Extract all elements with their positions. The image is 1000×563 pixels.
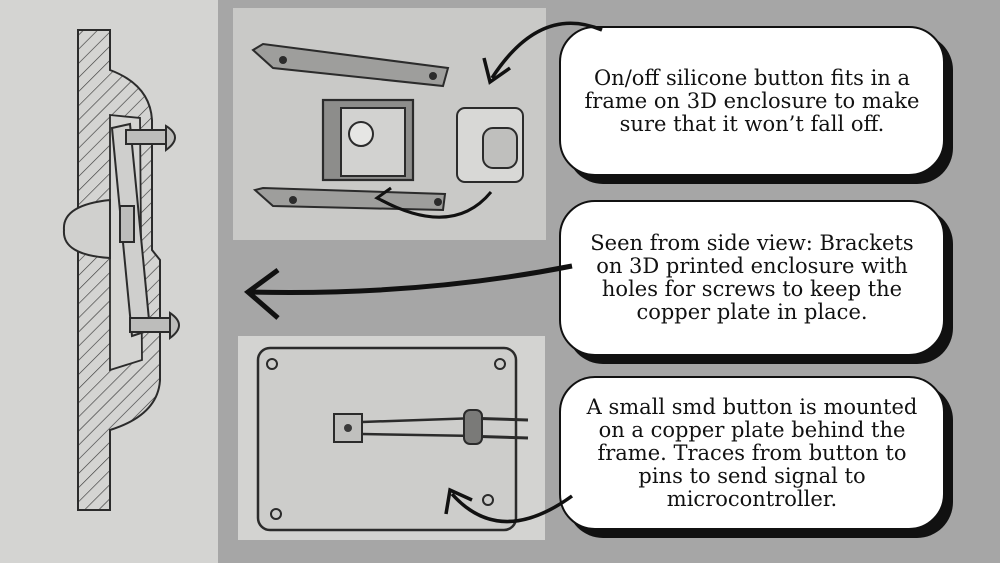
top-bracket bbox=[251, 42, 450, 88]
trace bbox=[361, 432, 479, 438]
callout-silicone-button-text: On/off silicone button fits in a frame o… bbox=[584, 65, 920, 136]
smd-button bbox=[119, 205, 135, 243]
frame-drawing bbox=[251, 42, 524, 219]
callout-silicone-button: On/off silicone button fits in a frame o… bbox=[559, 26, 945, 176]
frame-top-view-sketch bbox=[233, 8, 546, 240]
callout-side-view-brackets: Seen from side view: Brackets on 3D prin… bbox=[559, 200, 945, 356]
bottom-bracket bbox=[252, 186, 447, 212]
arrow-to-side-view bbox=[243, 263, 573, 320]
silicone-button-knob bbox=[62, 198, 111, 260]
top-screw bbox=[125, 129, 167, 145]
callout-smd-button: A small smd button is mounted on a coppe… bbox=[559, 376, 945, 530]
side-view-sketch bbox=[0, 0, 218, 563]
copper-plate-drawing bbox=[256, 346, 529, 532]
trace bbox=[361, 416, 479, 424]
side-view-drawing bbox=[62, 29, 180, 511]
copper-plate-sketch bbox=[238, 336, 545, 540]
callout-side-view-brackets-text: Seen from side view: Brackets on 3D prin… bbox=[590, 231, 914, 324]
bottom-screw bbox=[129, 317, 171, 333]
callout-smd-button-text: A small smd button is mounted on a coppe… bbox=[586, 394, 918, 511]
